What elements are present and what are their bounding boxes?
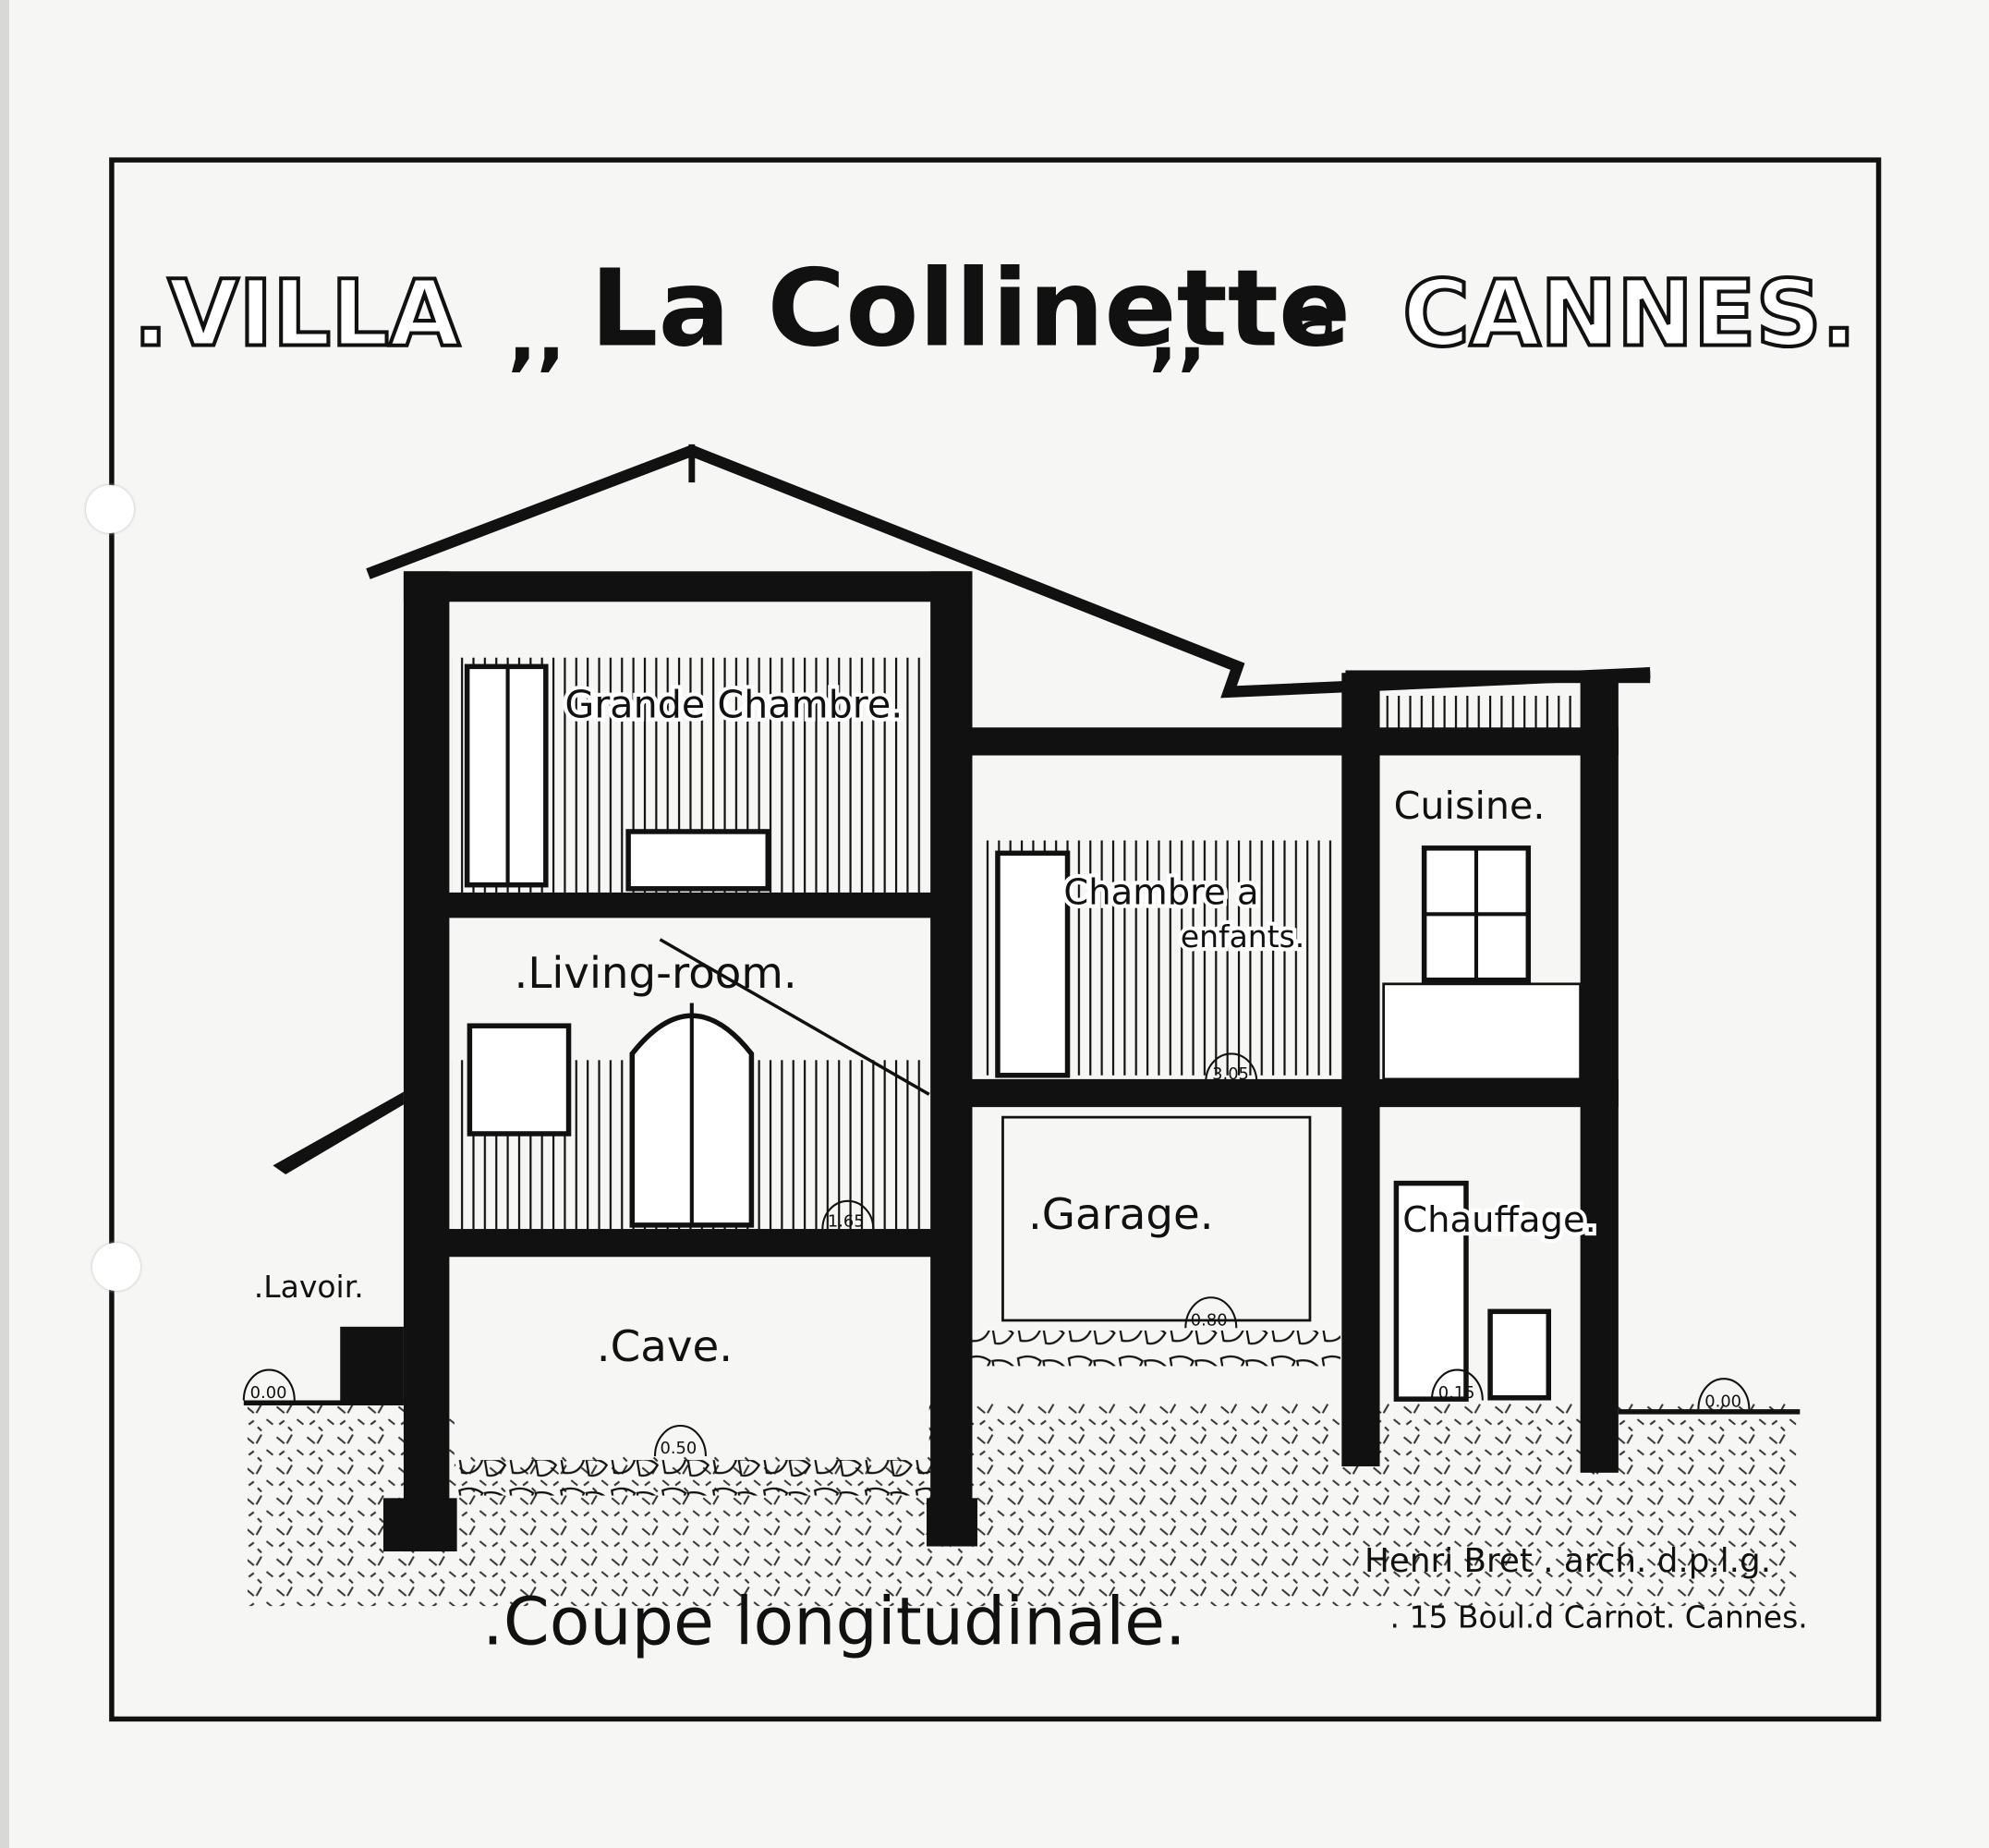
label-living-room: .Living-room.: [514, 949, 796, 999]
label-cuisine: Cuisine.: [1394, 784, 1546, 828]
kitchen-tiles: [1382, 982, 1583, 1081]
sheet-frame: [109, 157, 1882, 1722]
label-chauffage: Chauffage.: [1402, 1199, 1596, 1241]
architect-address: . 15 Boul.d Carnot. Cannes.: [1390, 1599, 1808, 1635]
label-lavoir: .Lavoir.: [254, 1269, 364, 1305]
bed: [625, 829, 771, 892]
title-villa-name: La Collinette: [590, 248, 1351, 371]
elevation-garage: 0.80: [1191, 1310, 1228, 1330]
binder-hole-bottom: [92, 1243, 140, 1291]
architect-signature: Henri Bret . arch. d.p.l.g.: [1364, 1542, 1771, 1580]
caption-coupe-longitudinale: .Coupe longitudinale.: [482, 1583, 1186, 1660]
label-chambre-enfants-2: enfants.: [1181, 918, 1304, 954]
label-cave: .Cave.: [597, 1322, 733, 1372]
structure: [340, 571, 1619, 1552]
window-living-left: [467, 1023, 572, 1137]
title-preposition: a: [1294, 281, 1338, 363]
title-quote-close: ,,: [1148, 292, 1207, 381]
title-city: CANNES.: [1402, 261, 1856, 368]
elevation-cave: 0.50: [660, 1439, 697, 1458]
boiler: [1487, 1308, 1552, 1401]
binder-hole-top: [86, 485, 134, 533]
drawing-title: .VILLA ,, La Collinette ,, a CANNES.: [131, 248, 1858, 381]
garage-door: [1001, 1115, 1312, 1322]
elevation-ground-right: 0.00: [1704, 1392, 1741, 1411]
elevation-living: 1.65: [828, 1211, 865, 1231]
title-quote-open: ,,: [508, 292, 566, 381]
elevation-chauffage: 0.15: [1438, 1383, 1475, 1403]
label-grande-chambre: Grande Chambre.: [564, 682, 903, 726]
elevation-chambre-enfants: 3.05: [1212, 1064, 1249, 1084]
door-chambre-enfants: [995, 850, 1071, 1078]
label-garage: .Garage.: [1028, 1190, 1214, 1240]
elevation-ground-left: 0.00: [250, 1383, 287, 1403]
title-prefix: .VILLA: [133, 261, 460, 368]
garage-floor-stones: [972, 1330, 1340, 1367]
label-chambre-enfants: Chambre a: [1063, 871, 1258, 913]
kitchen-upper-wall: [1383, 695, 1581, 732]
